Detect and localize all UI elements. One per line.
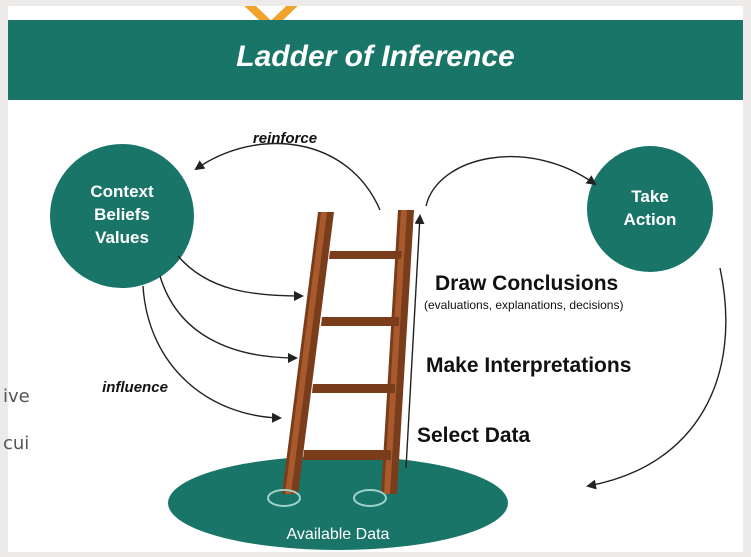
available-data-pool bbox=[168, 456, 508, 550]
ladder-diagram: Context Beliefs Values Take Action reinf… bbox=[50, 130, 727, 550]
title-banner: Ladder of Inference bbox=[8, 20, 743, 100]
slide: Ladder of Inference bbox=[8, 6, 743, 552]
influence-arrow-3 bbox=[142, 285, 282, 423]
draw-conclusions-subtitle: (evaluations, explanations, decisions) bbox=[424, 298, 623, 312]
context-label: Context bbox=[90, 182, 154, 201]
influence-arrow-1 bbox=[177, 255, 304, 301]
take-action-node bbox=[587, 146, 713, 272]
values-label: Values bbox=[95, 228, 149, 247]
take-label: Take bbox=[631, 187, 669, 206]
make-interpretations-label: Make Interpretations bbox=[426, 354, 631, 377]
conclusion-to-action-arrow bbox=[425, 155, 597, 207]
action-to-data-arrow bbox=[586, 267, 727, 490]
cropped-text-line-2: cui bbox=[3, 433, 30, 454]
ascending-arrow bbox=[405, 214, 425, 469]
reinforce-arrow bbox=[194, 142, 381, 211]
action-label: Action bbox=[624, 210, 677, 229]
available-data-label: Available Data bbox=[287, 526, 390, 543]
left-edge-strip bbox=[0, 365, 8, 465]
beliefs-label: Beliefs bbox=[94, 205, 150, 224]
slide-title: Ladder of Inference bbox=[236, 40, 515, 73]
draw-conclusions-label: Draw Conclusions bbox=[435, 272, 618, 295]
select-data-label: Select Data bbox=[417, 424, 531, 447]
influence-label: influence bbox=[102, 379, 168, 396]
influence-arrow-2 bbox=[159, 275, 298, 363]
reinforce-label: reinforce bbox=[253, 130, 317, 147]
ladder-icon bbox=[267, 210, 414, 507]
cropped-text-line-1: ive bbox=[3, 386, 30, 407]
context-beliefs-values-node bbox=[50, 144, 194, 288]
